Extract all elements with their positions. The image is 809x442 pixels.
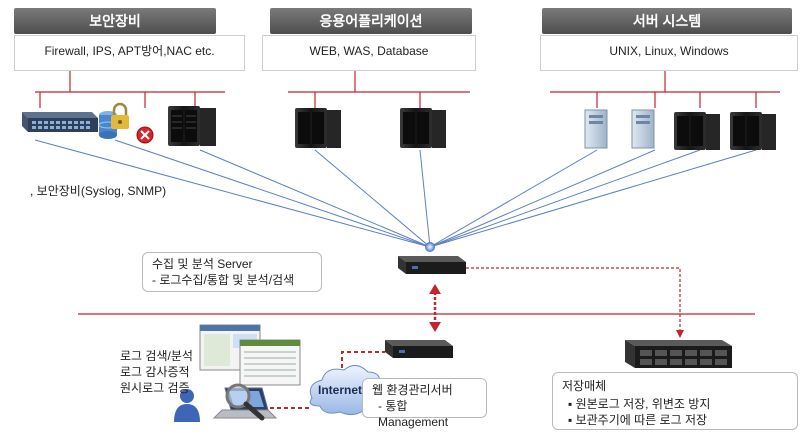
category-items-servers: UNIX, Linux, Windows [540,35,798,71]
storage-note: 저장매체 ▪ 원본로그 저장, 위변조 방지 ▪ 보관주기에 따른 로그 저장 [552,372,798,430]
bidirectional-link [429,284,441,332]
web-manager-server-icon [385,340,453,358]
user-icon [174,389,200,422]
firewall-blocked-icon [136,126,154,144]
web-manager-title: 웹 환경관리서버 [372,383,453,397]
app-server-icon-1 [295,108,341,148]
storage-bullet-1: ▪ 원본로그 저장, 위변조 방지 [568,397,711,411]
internet-links [270,351,385,409]
category-header-applications: 응용어플리케이션 [270,8,472,34]
category-header-servers: 서버 시스템 [542,8,792,34]
magnifier-icon [225,383,265,421]
web-manager-note: 웹 환경관리서버 - 통합 Management [362,378,487,429]
tower-server-icon-2 [631,109,655,149]
database-lock-icon [98,102,129,139]
top-bus-lines [35,70,780,108]
collector-title: 수집 및 분석 Server [152,257,253,271]
storage-bullet-2-text: 보관주기에 따른 로그 저장 [575,413,708,427]
network-switch-icon [22,112,98,132]
storage-array-icon [625,340,732,368]
storage-bullet-2: ▪ 보관주기에 따른 로그 저장 [568,413,708,427]
analysis-task-list: 로그 검색/분석 로그 감사증적 원시로그 검증 [120,348,193,396]
storage-link [466,267,681,334]
web-manager-detail: - 통합 Management [378,399,449,429]
collector-detail: - 로그수집/통합 및 분석/검색 [152,273,295,287]
category-items-applications: WEB, WAS, Database [262,35,476,71]
analysis-task-2: 로그 감사증적 [120,365,190,379]
collector-server-note: 수집 및 분석 Server - 로그수집/통합 및 분석/검색 [142,252,322,292]
storage-arrow [676,330,684,338]
collection-hub [425,242,435,252]
system-server-icon-1 [674,112,720,150]
category-header-security: 보안장비 [14,8,216,34]
security-server-icon [168,106,216,146]
storage-bullet-1-text: 원본로그 저장, 위변조 방지 [575,397,711,411]
collector-server-icon [398,256,466,274]
internet-label: Internet [318,383,363,397]
storage-title: 저장매체 [562,379,607,393]
analysis-task-3: 원시로그 검증 [120,381,190,395]
category-items-security: Firewall, IPS, APT방어,NAC etc. [14,35,245,71]
security-protocol-note: , 보안장비(Syslog, SNMP) [30,184,167,198]
collection-lines [34,139,757,248]
log-analysis-screens-icon [199,324,301,386]
tower-server-icon-1 [584,109,608,149]
system-server-icon-2 [730,112,776,150]
app-server-icon-2 [400,108,446,148]
analysis-task-1: 로그 검색/분석 [120,349,193,363]
